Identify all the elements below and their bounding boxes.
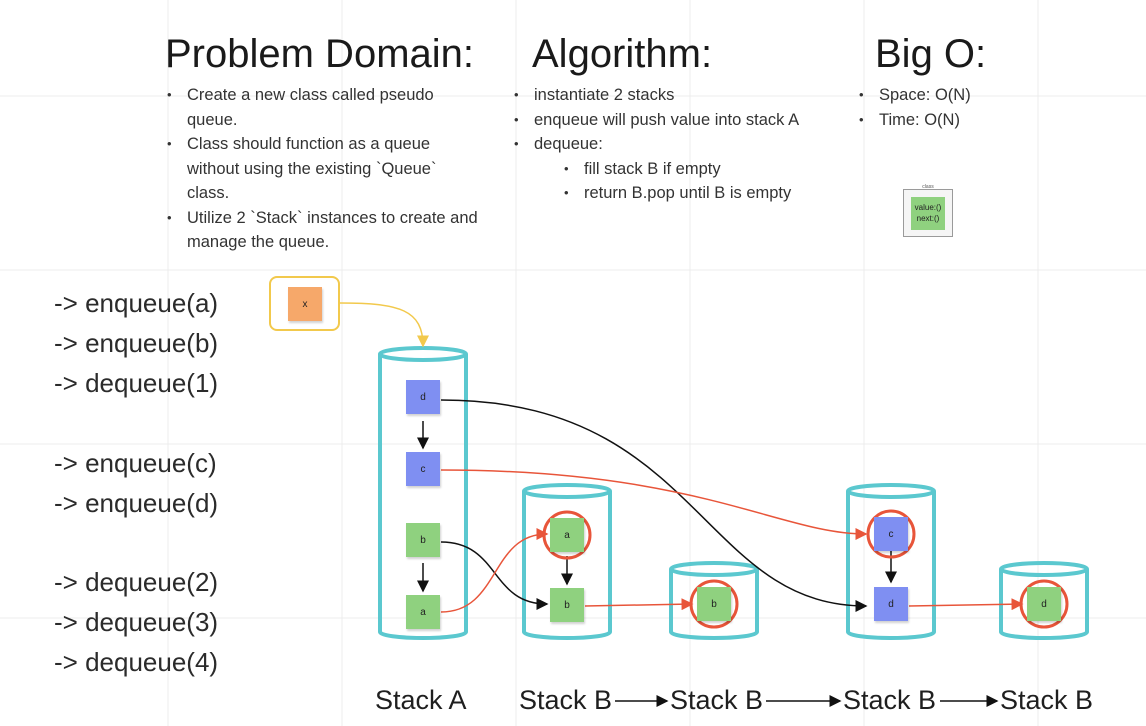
pop-highlight — [689, 579, 739, 629]
pop-highlight — [1019, 579, 1069, 629]
stack-a-node[interactable]: d — [406, 380, 440, 414]
stack-b1-node[interactable]: a — [550, 518, 584, 552]
list-item: fill stack B if empty — [512, 157, 842, 182]
list-item: return B.pop until B is empty — [512, 181, 842, 206]
list-item: instantiate 2 stacks — [512, 83, 842, 108]
transfer-arrow — [440, 399, 868, 612]
stack-b1-label: Stack B — [519, 685, 613, 715]
stack-b3-cylinder — [846, 483, 936, 640]
stack-b3-node[interactable]: d — [874, 587, 908, 621]
operation-item: -> enqueue(c) — [54, 448, 217, 478]
transfer-arrow — [440, 469, 868, 540]
class-frame-title: class — [922, 184, 934, 190]
list-item: Time: O(N) — [857, 108, 1057, 133]
operation-item: -> enqueue(a) — [54, 288, 219, 318]
problem-domain-heading: Problem Domain: — [165, 32, 475, 76]
big-o-heading: Big O: — [875, 32, 987, 76]
list-item: Create a new class called pseudo queue. — [165, 83, 480, 132]
incoming-frame — [269, 276, 340, 331]
algorithm-list: instantiate 2 stacks enqueue will push v… — [512, 83, 842, 206]
class-frame-line: value:() — [914, 203, 942, 212]
stack-b1-node[interactable]: b — [550, 588, 584, 622]
stack-b3-node[interactable]: c — [874, 517, 908, 551]
stack-a-cylinder — [378, 346, 468, 640]
stack-b2-label: Stack B — [670, 685, 764, 715]
pop-highlight — [866, 509, 916, 559]
push-arrow — [339, 302, 429, 348]
stack-b4-node[interactable]: d — [1027, 587, 1061, 621]
big-o-list: Space: O(N) Time: O(N) — [857, 83, 1057, 132]
algorithm-heading: Algorithm: — [532, 32, 713, 76]
problem-domain-list: Create a new class called pseudo queue. … — [165, 83, 480, 255]
stack-a-node[interactable]: c — [406, 452, 440, 486]
transfer-arrow — [440, 528, 549, 613]
stack-b1-cylinder — [522, 483, 612, 640]
stack-a-label: Stack A — [375, 685, 467, 715]
operation-item: -> dequeue(4) — [54, 647, 219, 677]
class-frame[interactable]: class value:() next:() — [903, 184, 953, 237]
operation-item: -> dequeue(3) — [54, 607, 219, 637]
list-item: Utilize 2 `Stack` instances to create an… — [165, 206, 480, 255]
class-frame-note: value:() next:() — [911, 197, 945, 230]
list-item: Class should function as a queue without… — [165, 132, 480, 206]
list-item: enqueue will push value into stack A — [512, 108, 842, 133]
stack-b2-cylinder — [669, 561, 759, 640]
stack-b4-cylinder — [999, 561, 1089, 640]
list-item: Space: O(N) — [857, 83, 1057, 108]
pop-highlight — [542, 510, 592, 560]
operation-item: -> dequeue(1) — [54, 368, 219, 398]
incoming-note[interactable]: x — [288, 287, 322, 321]
list-item: dequeue: — [512, 132, 842, 157]
stack-b4-label: Stack B — [1000, 685, 1094, 715]
operation-item: -> dequeue(2) — [54, 567, 219, 597]
operation-item: -> enqueue(b) — [54, 328, 219, 358]
transfer-arrow — [584, 598, 694, 611]
operation-item: -> enqueue(d) — [54, 488, 219, 518]
transfer-arrow — [908, 598, 1024, 611]
stack-a-node[interactable]: a — [406, 595, 440, 629]
class-frame-line: next:() — [916, 214, 940, 223]
stack-b3-label: Stack B — [843, 685, 937, 715]
stack-a-node[interactable]: b — [406, 523, 440, 557]
stack-b2-node[interactable]: b — [697, 587, 731, 621]
